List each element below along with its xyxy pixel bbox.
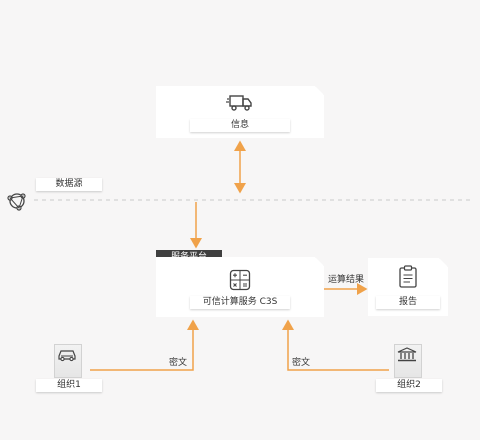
org1-tile — [54, 344, 82, 378]
platform-label: 可信计算服务 C3S — [190, 296, 290, 309]
org1-platform-arrow — [90, 319, 199, 371]
truck-icon — [226, 95, 252, 111]
clipboard-icon — [399, 265, 417, 288]
calculator-icon — [229, 269, 251, 291]
network-globe-icon — [7, 193, 26, 211]
info-label: 信息 — [190, 119, 290, 132]
org2-tile — [394, 344, 422, 378]
cipher-right-edge-label: 密文 — [292, 358, 311, 368]
datasource-label: 数据源 — [36, 178, 102, 191]
result-edge-label: 运算结果 — [328, 275, 365, 285]
org1-label: 组织1 — [36, 379, 102, 392]
car-icon — [58, 350, 76, 362]
report-label: 报告 — [376, 296, 440, 309]
org2-platform-arrow — [282, 319, 389, 371]
org2-label: 组织2 — [376, 379, 442, 392]
bank-icon — [397, 347, 417, 362]
cipher-left-edge-label: 密文 — [169, 358, 188, 368]
